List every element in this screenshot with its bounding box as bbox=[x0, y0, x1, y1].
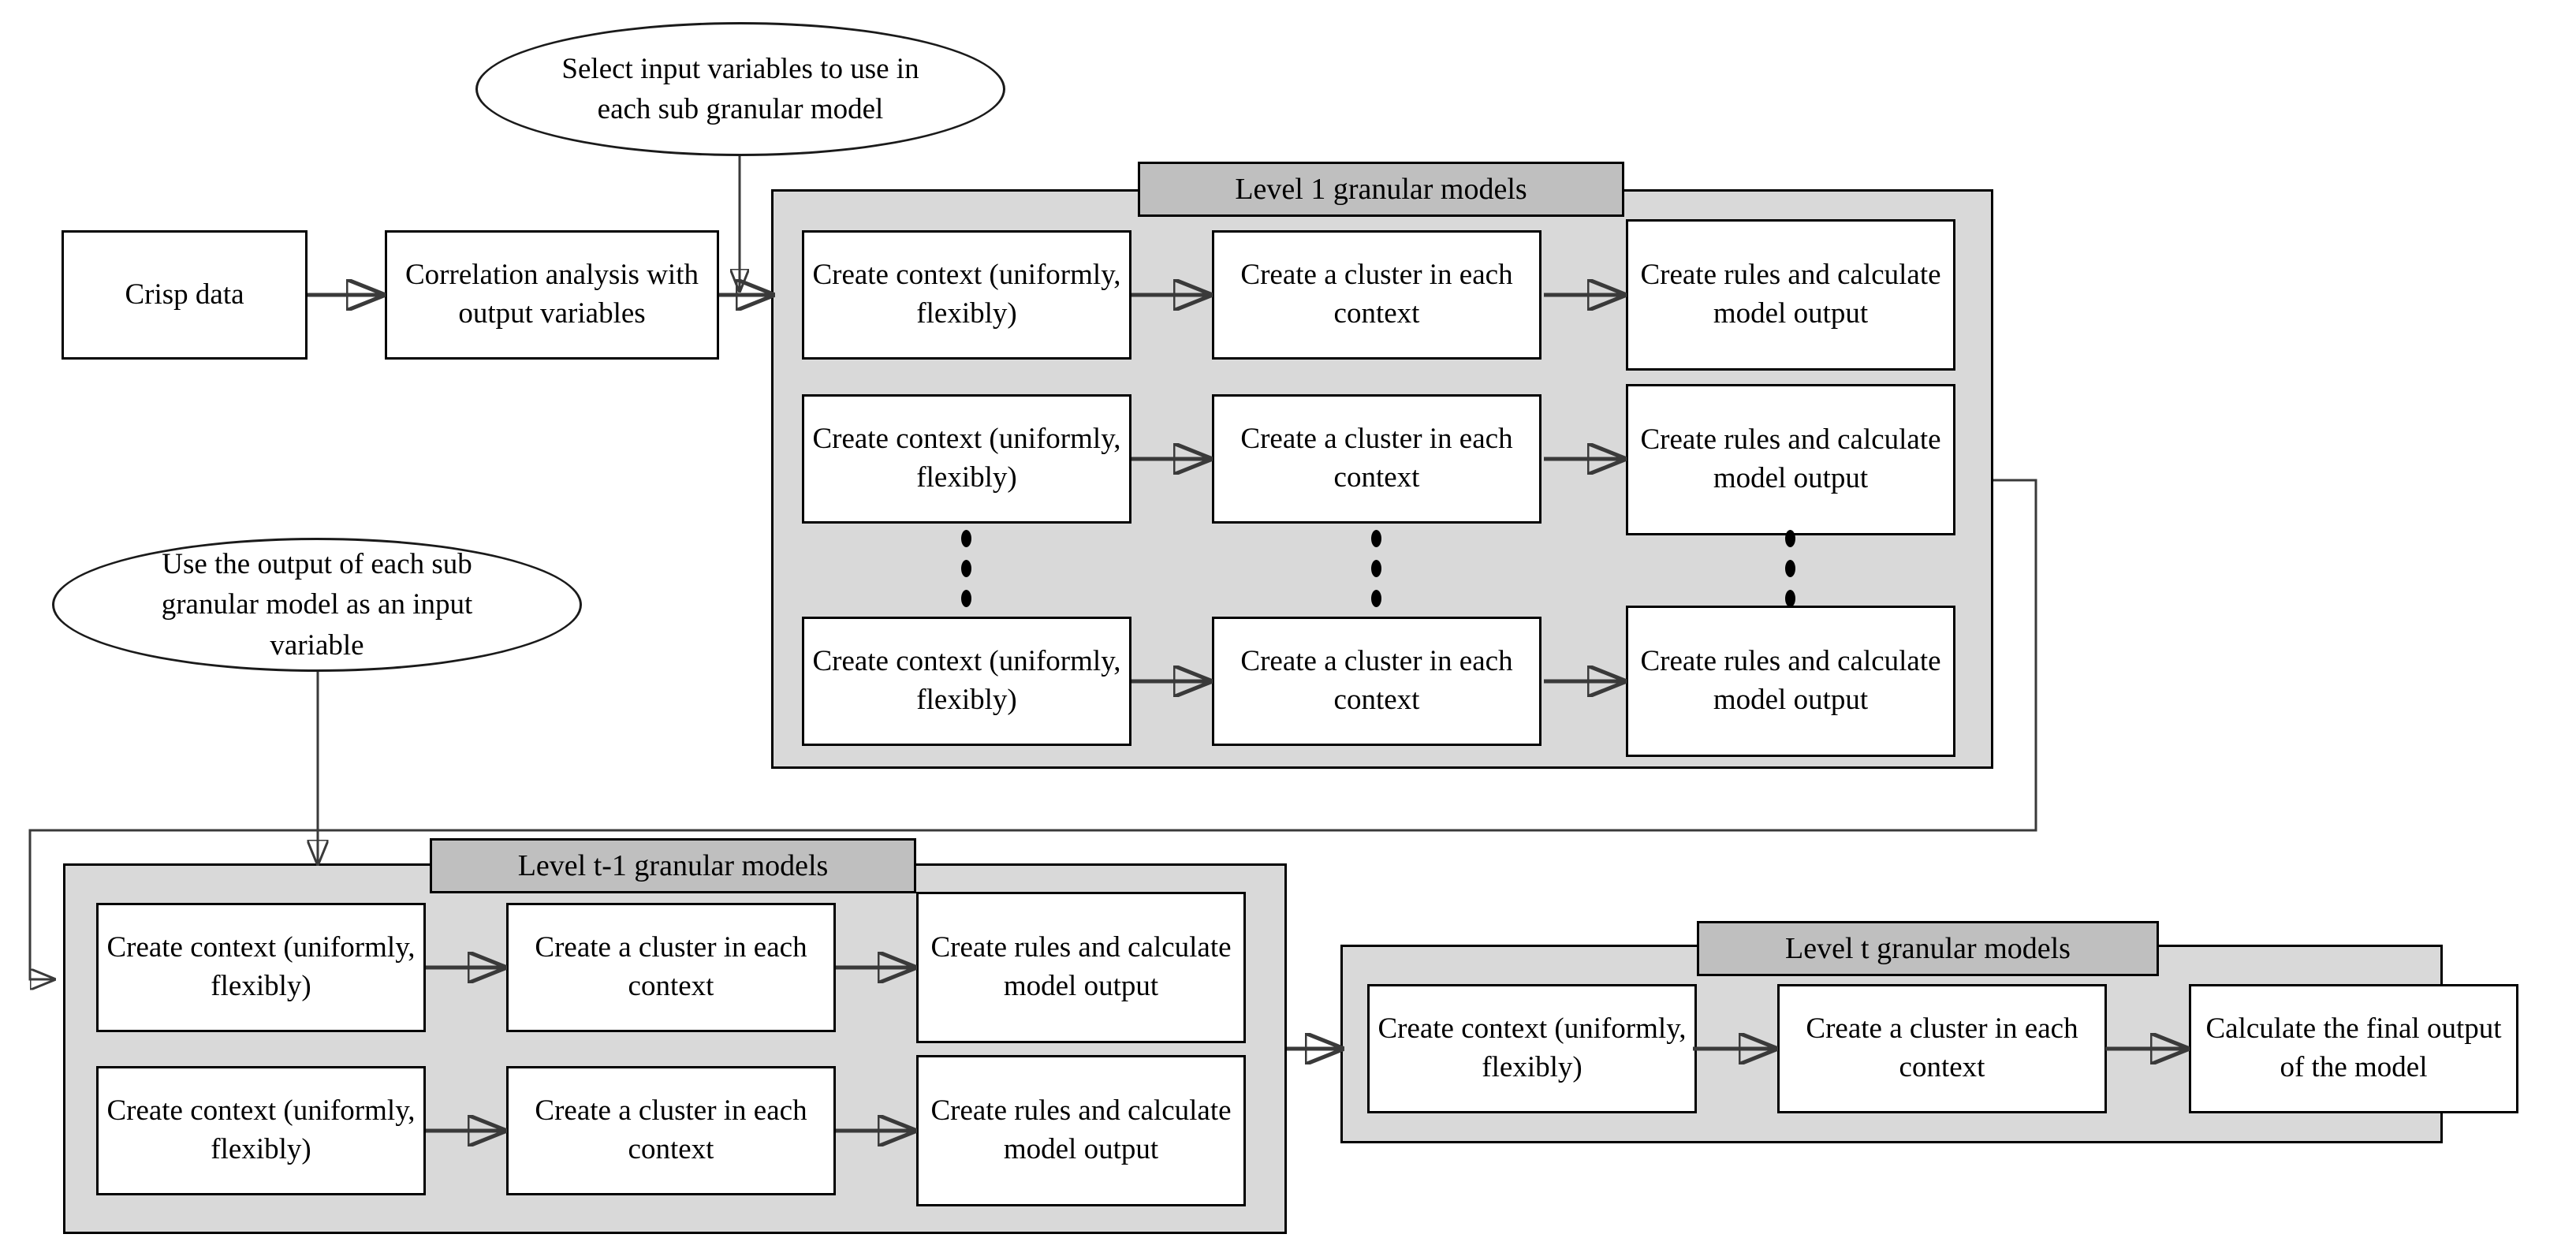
levelT-row1-create-context[interactable]: Create context (uniformly, flexibly) bbox=[1367, 984, 1697, 1113]
levelT1-row1-create-context[interactable]: Create context (uniformly, flexibly) bbox=[96, 903, 426, 1032]
levelT1-row1-create-rules[interactable]: Create rules and calculate model output bbox=[916, 892, 1246, 1043]
level1-panel-title: Level 1 granular models bbox=[1138, 162, 1624, 217]
level1-column1-ellipsis-icon bbox=[961, 530, 971, 607]
level1-row3-create-cluster[interactable]: Create a cluster in each context bbox=[1212, 617, 1541, 746]
level1-row1-create-context[interactable]: Create context (uniformly, flexibly) bbox=[802, 230, 1131, 360]
levelT1-row2-create-context[interactable]: Create context (uniformly, flexibly) bbox=[96, 1066, 426, 1195]
crisp-data-box[interactable]: Crisp data bbox=[62, 230, 308, 360]
level1-row3-create-context[interactable]: Create context (uniformly, flexibly) bbox=[802, 617, 1131, 746]
note-use-output-as-input[interactable]: Use the output of each sub granular mode… bbox=[52, 538, 582, 672]
levelT-row1-create-cluster[interactable]: Create a cluster in each context bbox=[1777, 984, 2107, 1113]
level1-column3-ellipsis-icon bbox=[1785, 530, 1795, 607]
note-select-input-variables[interactable]: Select input variables to use in each su… bbox=[475, 22, 1005, 156]
level1-row2-create-cluster[interactable]: Create a cluster in each context bbox=[1212, 394, 1541, 524]
level1-row1-create-rules[interactable]: Create rules and calculate model output bbox=[1626, 219, 1955, 371]
levelT1-row1-create-cluster[interactable]: Create a cluster in each context bbox=[506, 903, 836, 1032]
levelT1-row2-create-cluster[interactable]: Create a cluster in each context bbox=[506, 1066, 836, 1195]
levelT-panel-title: Level t granular models bbox=[1697, 921, 2159, 976]
level1-column2-ellipsis-icon bbox=[1371, 530, 1381, 607]
level1-row2-create-context[interactable]: Create context (uniformly, flexibly) bbox=[802, 394, 1131, 524]
levelT-row1-final-output[interactable]: Calculate the final output of the model bbox=[2189, 984, 2518, 1113]
levelT1-row2-create-rules[interactable]: Create rules and calculate model output bbox=[916, 1055, 1246, 1206]
levelT1-panel-title: Level t-1 granular models bbox=[430, 838, 916, 893]
level1-row2-create-rules[interactable]: Create rules and calculate model output bbox=[1626, 384, 1955, 535]
level1-row3-create-rules[interactable]: Create rules and calculate model output bbox=[1626, 606, 1955, 757]
correlation-analysis-box[interactable]: Correlation analysis with output variabl… bbox=[385, 230, 719, 360]
level1-row1-create-cluster[interactable]: Create a cluster in each context bbox=[1212, 230, 1541, 360]
